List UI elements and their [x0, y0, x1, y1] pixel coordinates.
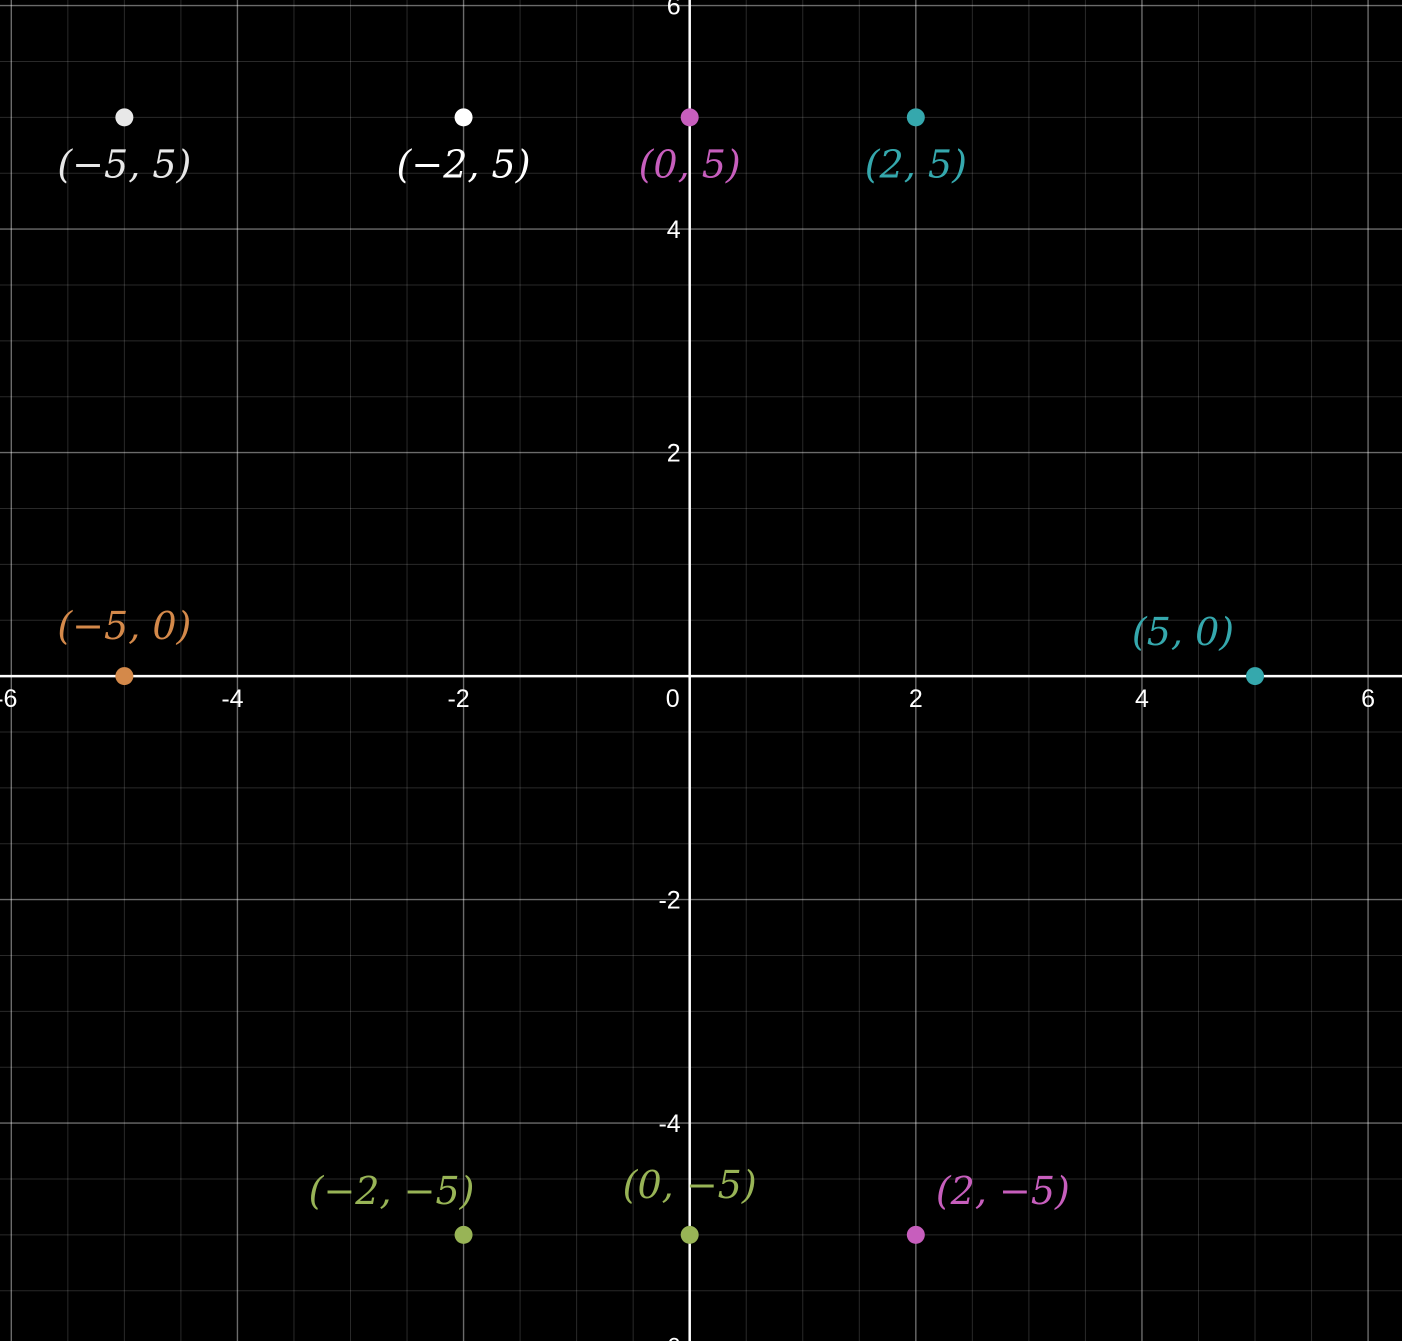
points[interactable] [115, 108, 1265, 1244]
x-tick-label: 2 [909, 685, 923, 713]
y-tick-label: 2 [667, 440, 681, 468]
data-point[interactable] [115, 667, 134, 686]
point-label: (−5, 5) [57, 142, 191, 186]
data-point[interactable] [115, 108, 134, 127]
x-tick-label: -4 [221, 685, 243, 713]
data-point[interactable] [906, 1225, 925, 1244]
point-label: (2, 5) [865, 142, 967, 186]
data-point[interactable] [680, 1225, 699, 1244]
x-tick-label: -2 [447, 685, 469, 713]
x-tick-label: 6 [1361, 685, 1375, 713]
point-label: (−5, 0) [57, 604, 191, 648]
point-label: (5, 0) [1132, 610, 1234, 654]
x-tick-label: 4 [1135, 685, 1149, 713]
point-label: (−2, 5) [397, 142, 531, 186]
y-tick-label: -4 [658, 1110, 680, 1138]
y-tick-label: 6 [667, 0, 681, 21]
data-point[interactable] [1246, 667, 1265, 686]
data-point[interactable] [454, 1225, 473, 1244]
x-tick-label: -6 [0, 685, 17, 713]
point-label: (2, −5) [936, 1169, 1070, 1213]
data-point[interactable] [906, 108, 925, 127]
y-tick-label: -2 [658, 887, 680, 915]
point-label: (0, 5) [639, 142, 741, 186]
point-label: (−2, −5) [309, 1169, 475, 1213]
y-tick-label: 4 [667, 216, 681, 244]
point-labels: (−5, 5) (−2, 5) (0, 5) (2, 5) (−5, 0) (5, 0) (… [57, 142, 1234, 1213]
data-point[interactable] [454, 108, 473, 127]
point-label: (0, −5) [623, 1163, 757, 1207]
y-tick-label: -6 [658, 1334, 680, 1341]
x-tick-label: 0 [666, 685, 680, 713]
data-point[interactable] [680, 108, 699, 127]
